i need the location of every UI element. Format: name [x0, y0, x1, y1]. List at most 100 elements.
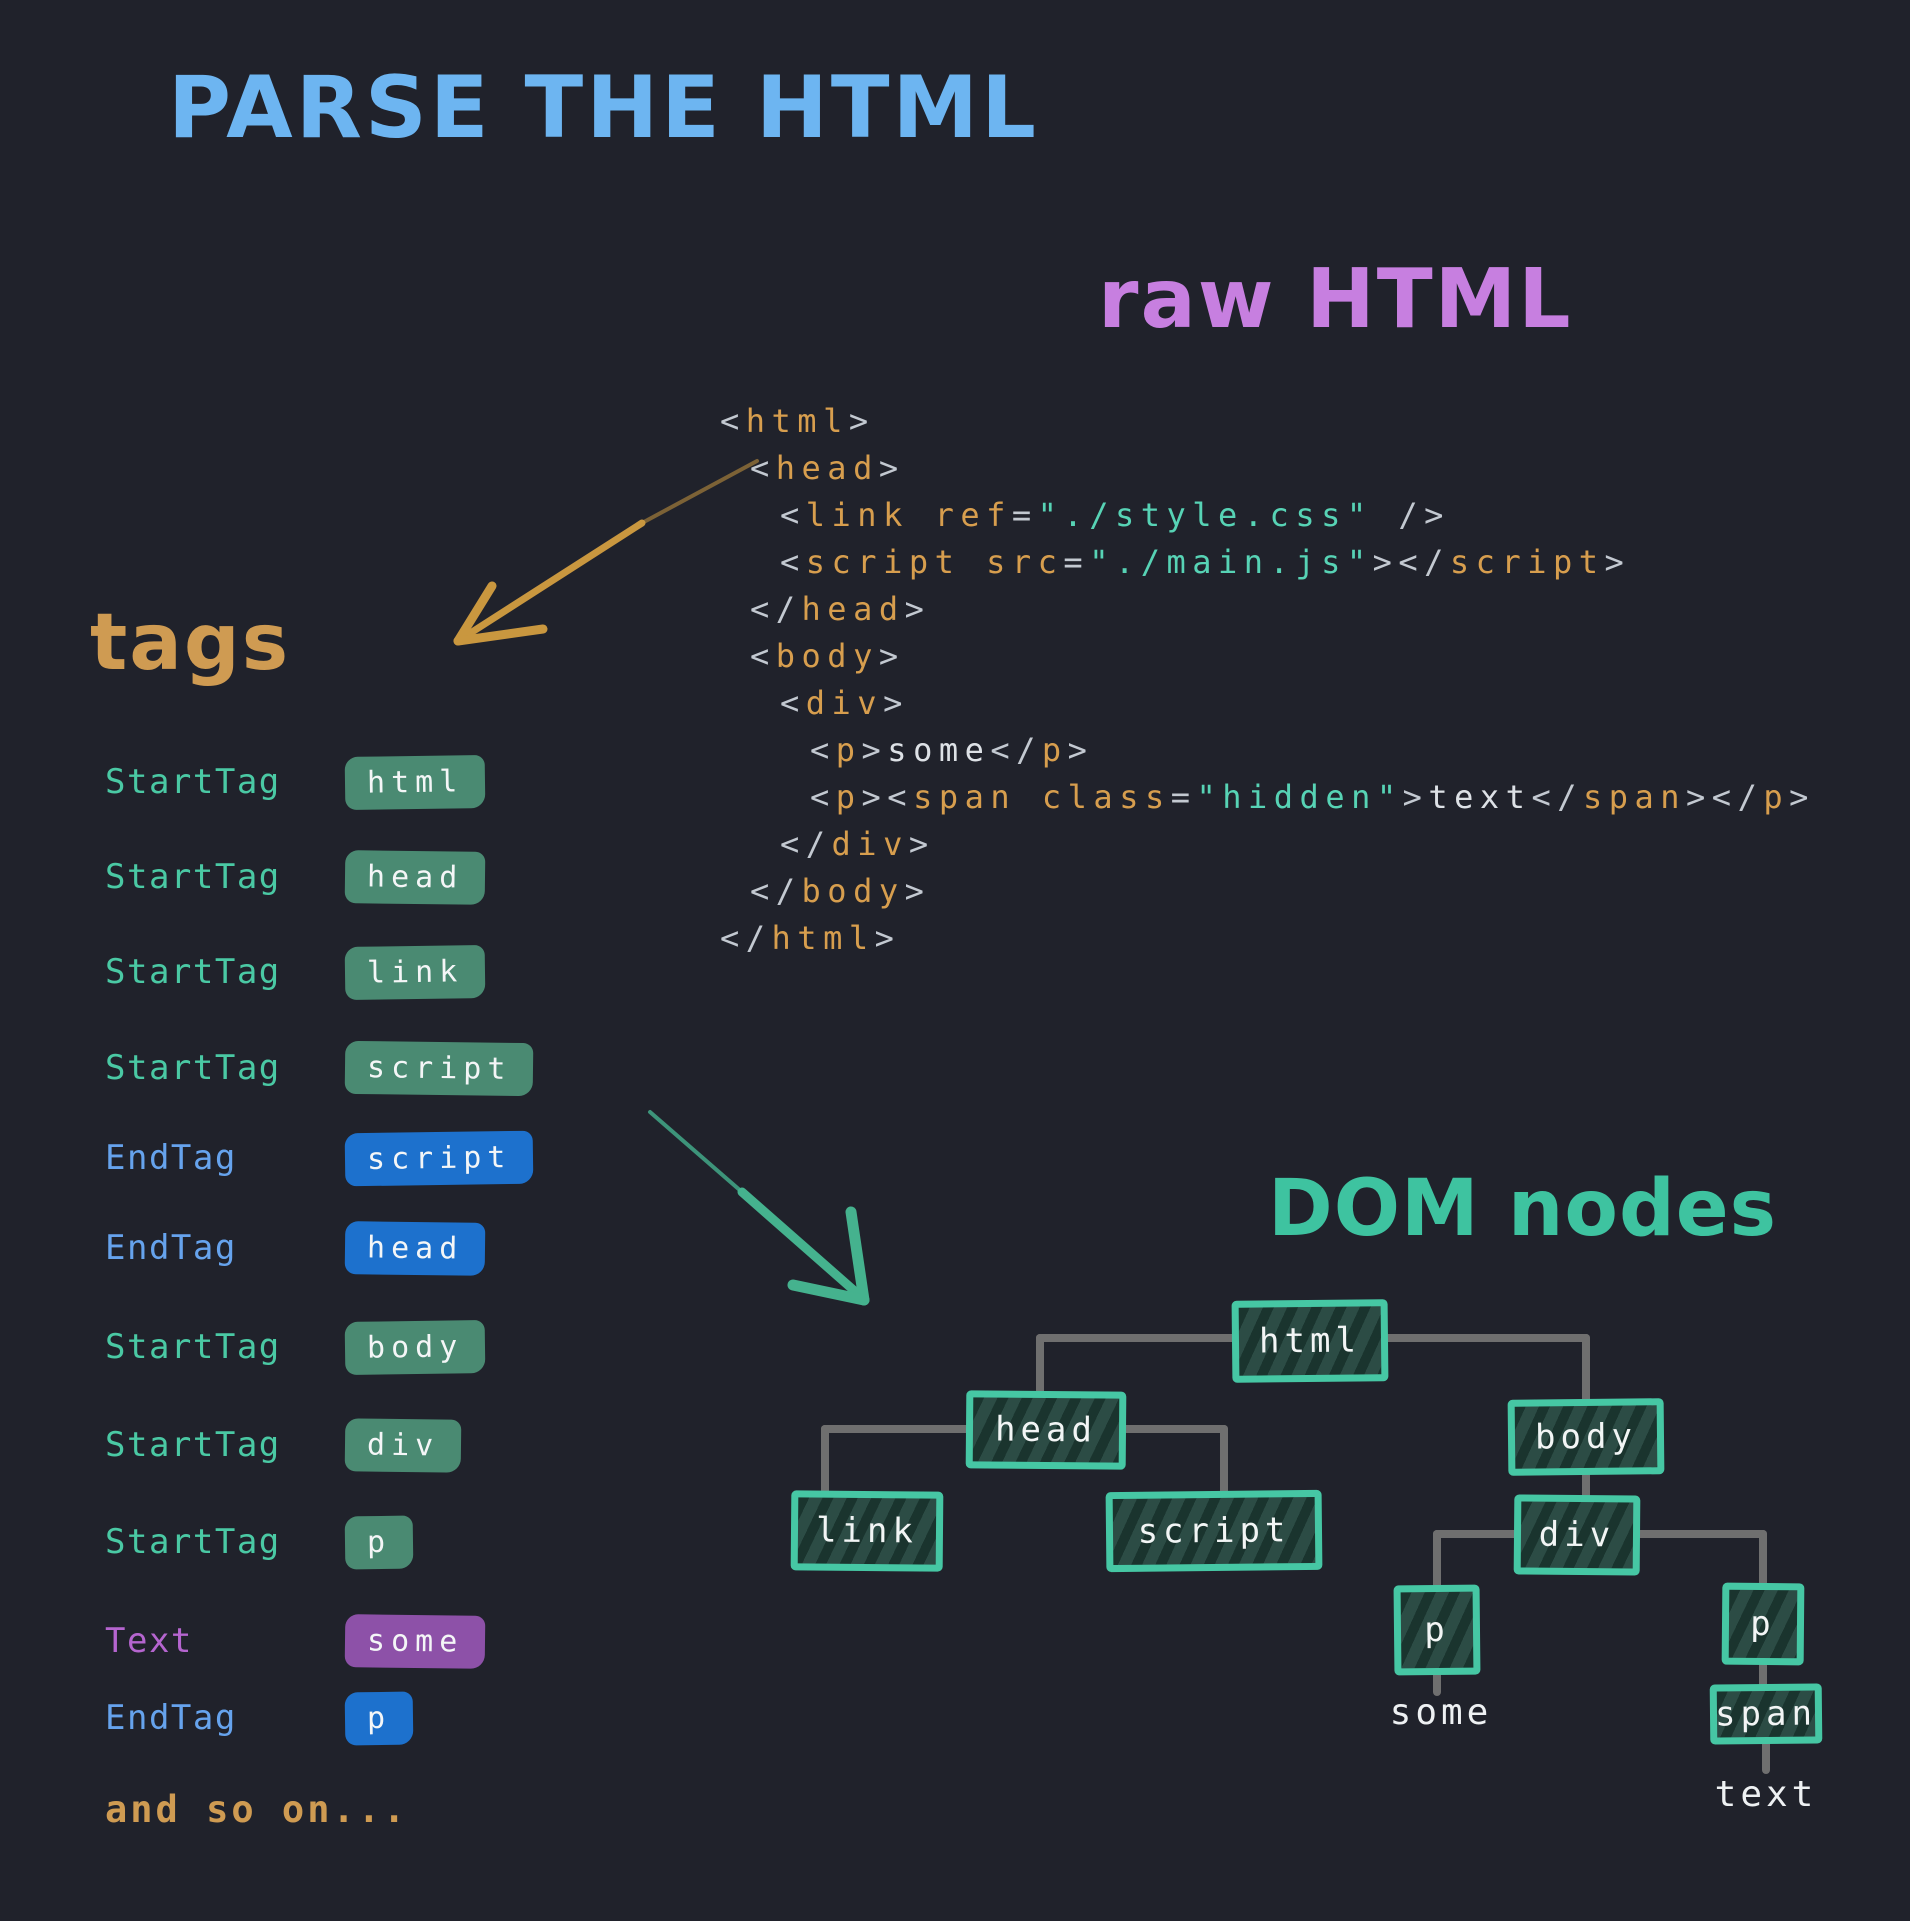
- tag-event-row-3: StartTag script: [105, 1040, 534, 1096]
- code-token: <: [750, 449, 776, 487]
- code-token: [909, 496, 935, 534]
- arrow-to-tags-icon: [453, 459, 759, 646]
- code-line-7: <p>some</p>: [720, 727, 1815, 774]
- code-token: >: [861, 731, 888, 769]
- code-token: p: [835, 731, 862, 769]
- code-token: <: [750, 637, 776, 675]
- code-line-3: <script src="./main.js"></script>: [720, 539, 1815, 586]
- code-token: =: [1063, 543, 1090, 581]
- raw-html-heading: raw HTML: [1098, 252, 1573, 347]
- code-token: <: [780, 543, 806, 581]
- code-token: >: [878, 449, 905, 487]
- code-token: ></: [1686, 778, 1764, 816]
- dom-node-head: head: [965, 1390, 1127, 1470]
- code-token: div: [831, 825, 909, 863]
- code-line-9: </div>: [720, 821, 1815, 868]
- arrow-to-dom-tree-icon: [648, 1110, 870, 1306]
- raw-html-code-block: <html><head><link ref="./style.css" /><s…: [720, 398, 1815, 962]
- code-token: </: [750, 872, 802, 910]
- code-token: text: [1428, 778, 1532, 816]
- dom-node-p-left: p: [1393, 1584, 1481, 1676]
- code-token: >: [904, 590, 931, 628]
- tag-event-row-10: EndTag p: [105, 1690, 414, 1746]
- code-token: </: [990, 731, 1042, 769]
- code-token: >: [1372, 543, 1399, 581]
- tag-event-label: StartTag: [105, 1327, 281, 1367]
- tag-pill: body: [344, 1319, 486, 1375]
- code-token: >: [904, 872, 931, 910]
- tag-event-label: EndTag: [105, 1138, 237, 1178]
- code-token: /: [1372, 496, 1425, 534]
- code-token: span: [913, 778, 1017, 816]
- code-token: script: [805, 543, 961, 581]
- code-line-0: <html>: [720, 398, 1815, 445]
- dom-text-node-text: text: [1714, 1774, 1818, 1815]
- dom-node-html: html: [1231, 1299, 1389, 1383]
- and-so-on-text: and so on...: [105, 1788, 409, 1831]
- code-token: >: [1424, 496, 1450, 534]
- code-token: class: [1041, 778, 1171, 816]
- tag-event-row-2: StartTag link: [105, 944, 486, 1000]
- code-token: "./style.css": [1037, 496, 1373, 534]
- dom-node-link: link: [790, 1490, 944, 1572]
- code-token: =: [1170, 778, 1197, 816]
- code-token: <: [810, 731, 836, 769]
- code-line-4: </head>: [720, 586, 1815, 633]
- code-token: "./main.js": [1089, 543, 1373, 581]
- code-line-1: <head>: [720, 445, 1815, 492]
- code-token: >: [1402, 778, 1429, 816]
- dom-node-script: script: [1105, 1489, 1323, 1573]
- tag-pill: script: [344, 1040, 534, 1096]
- tag-pill: head: [344, 1220, 486, 1276]
- tag-event-row-5: EndTag head: [105, 1220, 486, 1276]
- tag-pill: p: [344, 1691, 414, 1745]
- code-token: ><: [861, 778, 914, 816]
- code-token: <: [780, 684, 806, 722]
- code-token: >: [883, 684, 909, 722]
- code-token: >: [1067, 731, 1094, 769]
- dom-node-body: body: [1507, 1398, 1665, 1476]
- tag-event-label: StartTag: [105, 857, 281, 897]
- tag-event-label: StartTag: [105, 1048, 281, 1088]
- code-line-11: </html>: [720, 915, 1815, 962]
- tag-event-label: StartTag: [105, 1425, 281, 1465]
- code-token: div: [805, 684, 884, 722]
- code-token: p: [835, 778, 862, 816]
- tag-pill: link: [344, 944, 486, 1000]
- tag-event-label: EndTag: [105, 1228, 237, 1268]
- code-token: </: [1531, 778, 1583, 816]
- code-token: html: [745, 402, 849, 440]
- code-line-8: <p><span class="hidden">text</span></p>: [720, 774, 1815, 821]
- code-line-10: </body>: [720, 868, 1815, 915]
- code-token: body: [801, 872, 905, 910]
- tag-event-label: StartTag: [105, 952, 281, 992]
- code-token: head: [801, 590, 905, 628]
- code-token: </: [780, 825, 832, 863]
- code-line-6: <div>: [720, 680, 1815, 727]
- code-token: <: [720, 402, 746, 440]
- tag-event-label: StartTag: [105, 762, 281, 802]
- tag-event-label: EndTag: [105, 1698, 237, 1738]
- code-token: </: [720, 919, 772, 957]
- code-token: some: [887, 731, 991, 769]
- dom-node-div: div: [1513, 1494, 1641, 1576]
- code-token: span: [1582, 778, 1687, 816]
- code-token: body: [775, 637, 879, 675]
- code-token: p: [1763, 778, 1790, 816]
- code-token: p: [1041, 731, 1068, 769]
- code-token: =: [1011, 496, 1038, 534]
- code-line-5: <body>: [720, 633, 1815, 680]
- code-token: html: [771, 919, 875, 957]
- code-token: </: [750, 590, 802, 628]
- code-token: <: [810, 778, 836, 816]
- code-token: >: [874, 919, 901, 957]
- tag-pill: p: [344, 1515, 414, 1569]
- dom-node-span: span: [1709, 1683, 1823, 1745]
- code-token: <: [780, 496, 806, 534]
- tags-heading: tags: [90, 598, 291, 688]
